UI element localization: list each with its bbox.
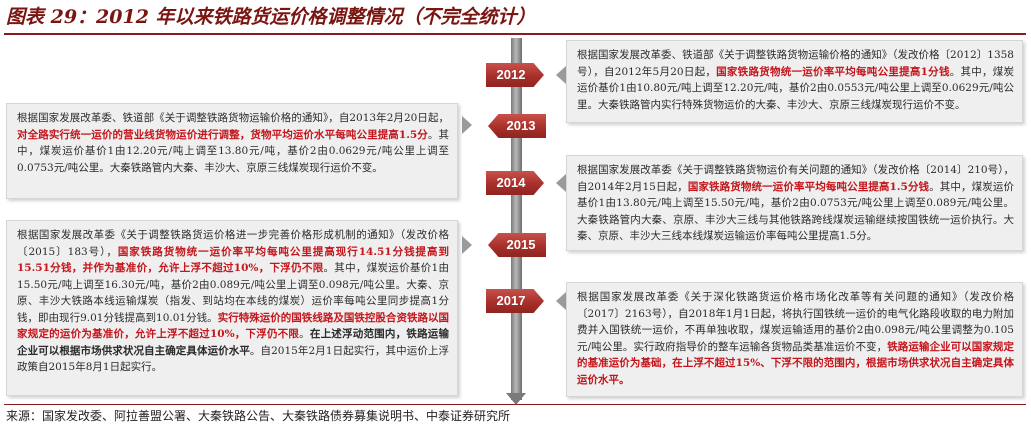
- connector-arrow-2012: [556, 66, 566, 84]
- note-text-segment: 。其中，煤炭运价基价1由13.80元/吨上调至15.50元/吨，基价2由0.07…: [577, 180, 1015, 243]
- note-text-segment: 对全路实行统一运价的营业线货物运价进行调整，货物平均运价水平每吨公里提高1.5分: [17, 128, 428, 141]
- year-tag-2012: 2012: [486, 63, 544, 87]
- note-box-2015: 根据国家发展改革委《关于调整铁路货运价格进一步完善价格形成机制的通知》（发改价格…: [6, 220, 458, 396]
- timeline-bar: [511, 38, 522, 400]
- note-text-segment: 。自2015年2月1日起实行，其中运价上浮政策自2015年8月1日起实行。: [17, 344, 449, 374]
- note-box-2013: 根据国家发展改革委、铁道部《关于调整铁路货物运输价格的通知》，自2013年2月2…: [6, 103, 458, 199]
- figure-source: 来源：国家发改委、阿拉善盟公署、大秦铁路公告、大秦铁路债券募集说明书、中泰证券研…: [6, 409, 511, 423]
- note-text-segment: 根据国家发展改革委、铁道部《关于调整铁路货物运输价格的通知》，自2013年2月2…: [17, 112, 449, 124]
- year-tag-2015: 2015: [488, 233, 546, 257]
- note-box-2012: 根据国家发展改革委、铁道部《关于调整铁路货物运输价格的通知》（发改价格〔2012…: [566, 40, 1023, 123]
- note-text-segment: 。其中，煤炭运价基价1由12.20元/吨上调至13.80元/吨，基价2由0.06…: [17, 128, 450, 174]
- connector-arrow-2015: [462, 236, 472, 254]
- timeline-arrowhead: [506, 393, 526, 405]
- year-tag-2014: 2014: [486, 171, 544, 195]
- note-text-segment: 国家铁路货物统一运价率平均每吨公里提高1.5分钱: [687, 180, 930, 193]
- connector-arrow-2013: [462, 116, 472, 134]
- note-text-segment: 铁路运输企业可以国家规定的基准运价为基础，在上浮不超过15%、下浮不限的范围内，…: [577, 340, 1014, 386]
- note-text-segment: 。: [299, 328, 310, 340]
- year-tag-2017: 2017: [486, 289, 544, 313]
- note-text-segment: 国家铁路货物统一运价率平均每吨公里提高1分钱: [716, 65, 950, 78]
- note-text-segment: 根据国家发展改革委、铁道部《关于调整铁路货物运输价格的通知》（发改价格〔2012…: [577, 49, 1014, 78]
- note-text-segment: 。其中，煤炭运价基价1由15.50元/吨上调至16.30元/吨，基价2由0.08…: [17, 262, 449, 324]
- connector-arrow-2017: [556, 292, 566, 310]
- note-text-segment: 国家铁路货物统一运价率平均每吨公里提高现行14.51分钱提高到15.51分钱，并…: [17, 245, 449, 275]
- note-box-2014: 根据国家发展改革委《关于调整铁路货物运价有关问题的通知》（发改价格〔2014〕2…: [566, 155, 1023, 251]
- year-tag-2013: 2013: [488, 114, 546, 138]
- title-rule: [4, 33, 1026, 35]
- note-text-segment: 。其中，煤炭运价基价1由10.80元/吨上调至12.20元/吨，基价2由0.05…: [577, 65, 1015, 111]
- note-text-segment: 实行特殊运价的国铁线路及国铁控股合资铁路以国家规定的运价为基准价，允许上浮不超过…: [17, 311, 449, 341]
- note-text-segment: 根据国家发展改革委《关于深化铁路货运价格市场化改革等有关问题的通知》（发改价格〔…: [577, 291, 1014, 353]
- connector-arrow-2014: [556, 174, 566, 192]
- note-text-segment: 根据国家发展改革委《关于调整铁路货物运价有关问题的通知》（发改价格〔2014〕2…: [577, 164, 1014, 193]
- note-text-segment: 根据国家发展改革委《关于调整铁路货运价格进一步完善价格形成机制的通知》（发改价格…: [17, 229, 449, 258]
- source-rule: [4, 404, 1026, 405]
- note-text-segment: 在上述浮动范围内，铁路运输企业可以根据市场供求状况自主确定具体运价水平: [17, 328, 450, 357]
- note-box-2017: 根据国家发展改革委《关于深化铁路货运价格市场化改革等有关问题的通知》（发改价格〔…: [566, 282, 1023, 397]
- figure-title: 图表 29：2012 年以来铁路货运价格调整情况（不完全统计）: [6, 6, 536, 28]
